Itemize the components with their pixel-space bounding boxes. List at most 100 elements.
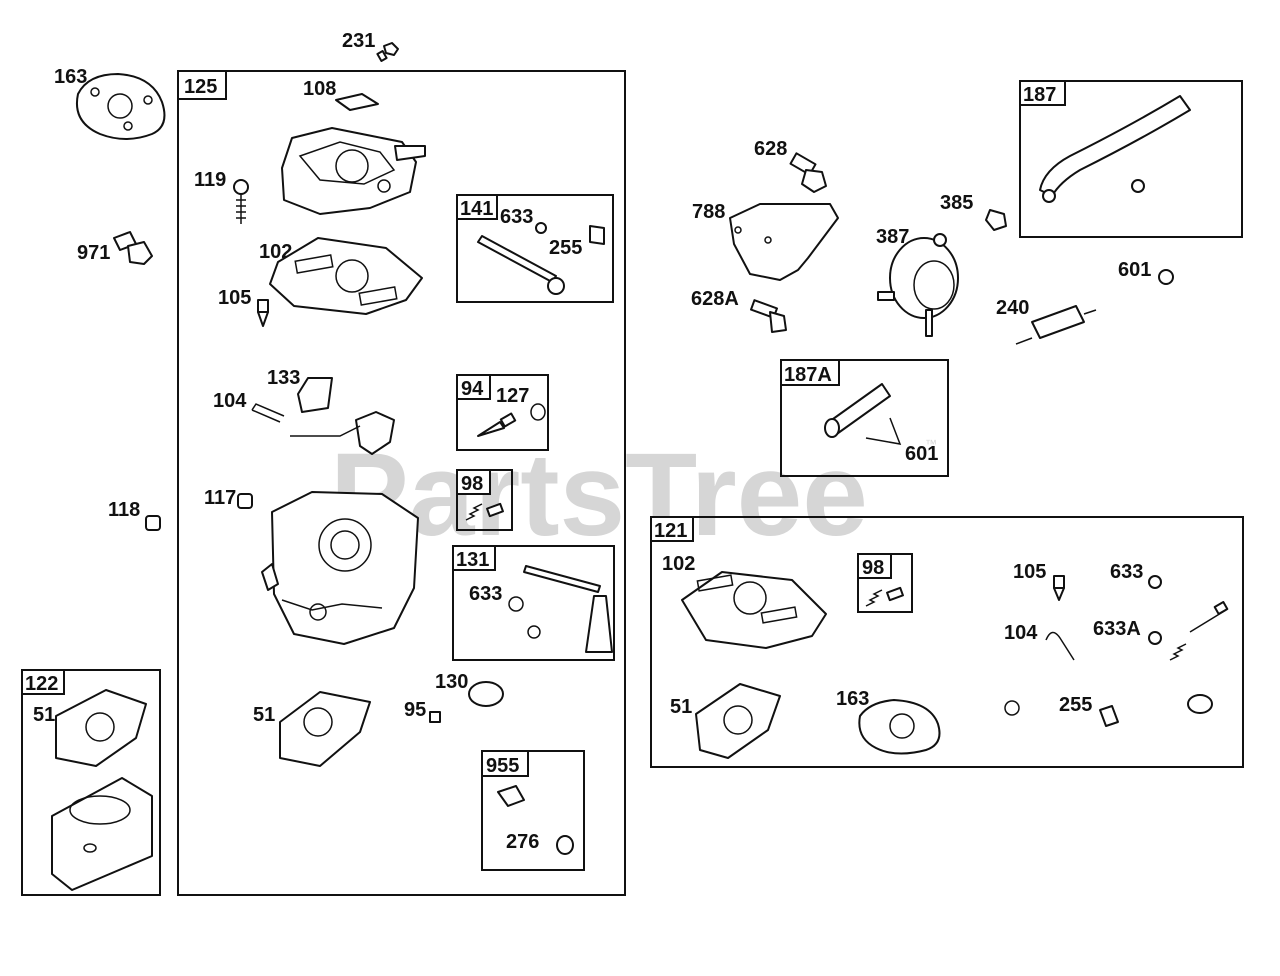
group-187a-label: 187A [784, 364, 832, 386]
part-carburetor-body [261, 491, 419, 645]
callout-102-121: 102 [662, 553, 695, 575]
group-122-label: 122 [25, 673, 58, 695]
callout-105: 105 [218, 287, 251, 309]
callout-51-121: 51 [670, 696, 692, 718]
part-94-needle [477, 412, 517, 437]
part-119-screw [233, 179, 249, 224]
part-121-98-screw [865, 586, 904, 607]
group-187-box [1019, 80, 1243, 238]
callout-118: 118 [108, 499, 140, 521]
part-121-clamp [1187, 694, 1213, 714]
callout-788: 788 [692, 201, 725, 223]
callout-127: 127 [496, 385, 529, 407]
callout-104: 104 [213, 390, 247, 412]
part-955-plug [497, 785, 525, 807]
group-187a-box [780, 359, 949, 477]
group-125-box [177, 70, 626, 896]
part-628a-bolt [750, 299, 787, 333]
group-94-box [456, 374, 549, 451]
part-788-bracket [729, 203, 839, 281]
part-131-shaft [508, 565, 613, 653]
group-141-header [456, 194, 498, 220]
group-98-label: 98 [461, 473, 483, 495]
part-121-clip [1004, 700, 1020, 716]
group-121-98-header [857, 553, 892, 579]
part-121-gasket-163 [858, 699, 941, 755]
part-187-fuel-line [1039, 95, 1191, 203]
group-955-header [481, 750, 529, 777]
group-131-header [452, 545, 496, 571]
callout-104-121: 104 [1004, 622, 1038, 644]
part-95-screw [429, 711, 441, 723]
part-122-spacer [51, 777, 153, 891]
group-94-header [456, 374, 491, 400]
group-122-header [21, 669, 65, 695]
part-121-oring [1148, 631, 1162, 645]
part-108-gasket [335, 93, 379, 111]
part-121-gasket-51 [695, 683, 781, 759]
callout-105-121: 105 [1013, 561, 1046, 583]
part-121-fitting-255 [1099, 705, 1119, 727]
part-127-oring [530, 403, 546, 421]
part-121-pin [1045, 631, 1075, 661]
callout-108: 108 [303, 78, 336, 100]
group-187-header [1019, 80, 1066, 106]
callout-163: 163 [54, 66, 87, 88]
part-121-mixture-needle [1189, 601, 1229, 633]
group-125-label: 125 [184, 76, 217, 98]
group-98-header [456, 469, 491, 495]
part-130-disc [468, 681, 504, 707]
group-187a-header [780, 359, 840, 386]
part-carburetor-top [281, 127, 426, 215]
part-628-bolt [789, 152, 827, 193]
part-971-bolt [113, 231, 153, 265]
group-141-box [456, 194, 614, 303]
callout-633-141: 633 [500, 206, 533, 228]
callout-231: 231 [342, 30, 375, 52]
callout-51-122: 51 [33, 704, 55, 726]
group-121-label: 121 [654, 520, 687, 542]
part-133-float [290, 377, 395, 455]
part-385-bolt [985, 209, 1007, 231]
callout-240: 240 [996, 297, 1029, 319]
part-121-needle [1053, 575, 1065, 601]
part-104-pin [251, 403, 285, 423]
part-98-screw [465, 502, 504, 521]
part-121-washer [1148, 575, 1162, 589]
group-955-label: 955 [486, 755, 519, 777]
callout-51: 51 [253, 704, 275, 726]
group-131-box [452, 545, 615, 661]
callout-119: 119 [194, 169, 226, 191]
watermark: PartsTree [330, 429, 868, 561]
callout-633-121: 633 [1110, 561, 1143, 583]
group-131-label: 131 [456, 549, 489, 571]
callout-133: 133 [267, 367, 300, 389]
callout-163-121: 163 [836, 688, 869, 710]
callout-387: 387 [876, 226, 909, 248]
group-121-header [650, 516, 694, 542]
group-121-box [650, 516, 1244, 768]
group-125-header [177, 70, 227, 100]
callout-130: 130 [435, 671, 468, 693]
callout-633-131: 633 [469, 583, 502, 605]
callout-385: 385 [940, 192, 973, 214]
callout-255: 255 [549, 237, 582, 259]
group-122-box [21, 669, 161, 896]
part-117-plug [237, 493, 253, 509]
part-118-plug [145, 515, 161, 531]
part-121-plate [681, 571, 827, 649]
part-51-gasket [279, 691, 371, 767]
callout-95: 95 [404, 699, 426, 721]
part-601-clamp [1158, 269, 1174, 285]
watermark-trademark: ™ [925, 437, 937, 451]
part-102-plate [269, 237, 423, 315]
callout-255-121: 255 [1059, 694, 1092, 716]
part-387-fuel-pump [877, 233, 959, 337]
group-187-label: 187 [1023, 84, 1056, 106]
part-105-needle [257, 299, 269, 327]
callout-628: 628 [754, 138, 787, 160]
part-121-spring [1169, 643, 1187, 661]
part-122-gasket [55, 689, 147, 767]
group-141-label: 141 [460, 198, 493, 220]
